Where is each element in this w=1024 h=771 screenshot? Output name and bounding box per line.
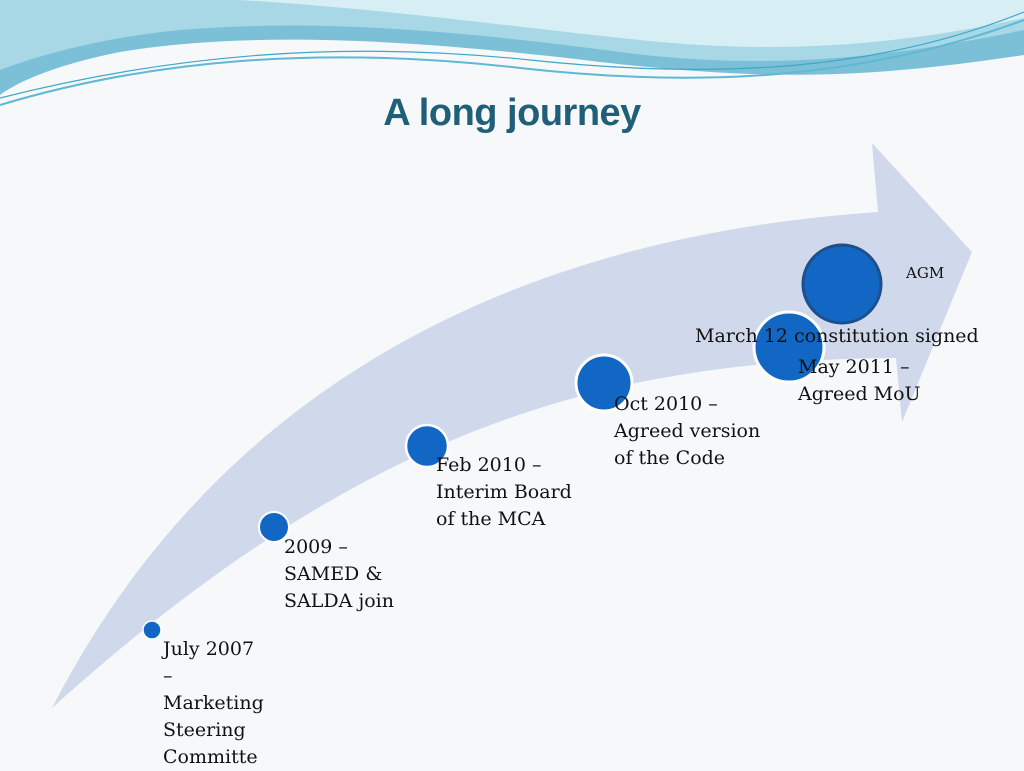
- milestone-label-july-2007: July 2007 – Marketing Steering Committe: [163, 638, 264, 768]
- milestone-label-may-2011: May 2011 – Agreed MoU: [798, 356, 921, 405]
- milestone-label-agm: AGM: [906, 264, 945, 282]
- milestone-label-march-12: March 12 constitution signed: [695, 325, 979, 347]
- milestone-dot-oct-2010: [574, 353, 634, 413]
- milestone-dot-feb-2010: [404, 423, 450, 469]
- milestone-label-oct-2010: Oct 2010 – Agreed version of the Code: [614, 393, 761, 469]
- milestone-dot-2009: [258, 511, 290, 543]
- milestone-label-feb-2010: Feb 2010 – Interim Board of the MCA: [436, 454, 572, 530]
- slide-title: A long journey: [383, 92, 641, 134]
- milestone-dot-may-2011: [752, 310, 826, 384]
- journey-arrow: [52, 143, 972, 708]
- milestone-label-2009: 2009 – SAMED & SALDA join: [284, 536, 394, 612]
- header-wave-decoration: [0, 0, 1024, 106]
- milestone-dot-agm: [801, 243, 883, 325]
- milestone-dot-july-2007: [142, 620, 162, 640]
